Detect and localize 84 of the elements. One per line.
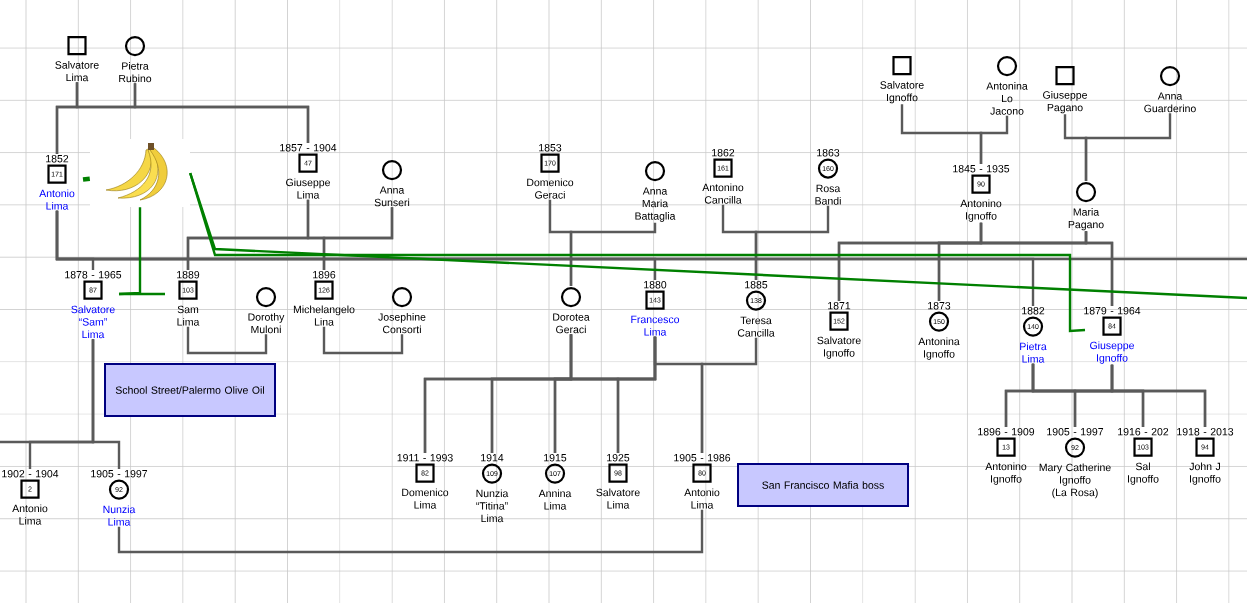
person-name: Michelangelo Lina <box>293 305 355 326</box>
family-line <box>0 339 95 444</box>
year-label: 1857 - 1904 <box>280 144 337 152</box>
banana-drawing <box>90 139 190 207</box>
person-name: Francesco Lima <box>631 315 680 336</box>
person-name: Antonio Lima <box>12 504 48 525</box>
family-line <box>569 222 657 286</box>
year-label: 1905 - 1986 <box>674 454 731 462</box>
person-name: Domenico Geraci <box>527 178 574 199</box>
person-name: Anna Guarderino <box>1144 92 1196 113</box>
year-label: 1879 - 1964 <box>1084 307 1141 315</box>
person-name: Antonino Ignoffo <box>960 199 1002 222</box>
person-name: Anna Sunseri <box>374 186 410 207</box>
year-label: 1905 - 1997 <box>91 470 148 478</box>
person-name: Giuseppe Lima <box>286 178 330 199</box>
person-name: Teresa Cancilla <box>737 316 775 337</box>
person-name: Salvatore Ignoffo <box>880 81 924 104</box>
year-label: 1911 - 1993 <box>397 454 453 462</box>
link-line <box>119 292 165 296</box>
person-name: Antonino Cancilla <box>702 183 744 204</box>
link-line <box>189 172 1086 333</box>
person-name: Sam Lima <box>177 305 200 326</box>
person-name: Mary Catherine Ignoffo (La Rosa) <box>1039 463 1111 499</box>
person-name: Anna Maria Battaglia <box>635 187 676 222</box>
family-line <box>754 205 830 280</box>
person-name: Antonina Lo Jacono <box>986 82 1028 115</box>
person-name: Salvatore Ignoffo <box>817 336 861 359</box>
person-name: Pietra Lima <box>1020 342 1047 363</box>
note-box: School Street/Palermo Olive Oil <box>104 363 276 417</box>
family-line <box>322 326 404 355</box>
year-label: 1925 <box>607 454 630 462</box>
person-name: Dorothy Muloni <box>248 313 285 334</box>
year-label: 1871 <box>828 302 851 310</box>
year-label: 1882 <box>1022 307 1045 315</box>
year-label: 1878 - 1965 <box>65 271 122 279</box>
person-name: Antonio Lima <box>39 189 75 210</box>
year-label: 1918 - 2013 <box>1177 428 1234 436</box>
year-label: 1853 <box>539 144 562 152</box>
year-label: 1862 <box>712 149 735 157</box>
year-label: 1889 <box>177 271 200 279</box>
person-name: Domenico Lima <box>402 488 449 509</box>
link-line <box>82 176 91 182</box>
person-name: Giuseppe Pagano <box>1043 91 1087 114</box>
person-name: Salvatore Lima <box>55 61 99 82</box>
year-label: 1873 <box>928 302 951 310</box>
person-name: Annina Lima <box>538 489 572 510</box>
year-label: 1880 <box>644 281 667 289</box>
year-label: 1885 <box>745 281 768 289</box>
family-line <box>979 115 1009 164</box>
person-name: Nunzia “Titina” Lima <box>476 489 509 523</box>
family-line <box>1084 231 1114 306</box>
person-name: Antonino Ignoffo <box>985 462 1027 485</box>
year-label: 1852 <box>46 155 69 163</box>
family-line <box>117 509 704 554</box>
year-label: 1916 - 202 <box>1118 428 1169 436</box>
person-name: Sal Ignoffo <box>1128 462 1159 485</box>
year-label: 1845 - 1935 <box>953 165 1010 173</box>
year-label: 1915 <box>544 454 567 462</box>
person-name: Dorotea Geraci <box>553 313 590 334</box>
family-line <box>700 337 758 453</box>
note-box: San Francisco Mafia boss <box>737 463 909 507</box>
person-name: Antonina Ignoffo <box>918 337 960 360</box>
person-name: Josephine Consorti <box>378 313 426 334</box>
person-name: Salvatore Lima <box>596 488 640 509</box>
person-name: Salvatore “Sam” Lima <box>71 305 115 339</box>
family-line <box>1110 364 1207 427</box>
person-name: Maria Pagano <box>1068 208 1104 231</box>
family-line <box>186 326 268 355</box>
year-label: 1896 <box>313 271 336 279</box>
person-name: Pietra Rubino <box>119 62 152 83</box>
year-label: 1896 - 1909 <box>978 428 1035 436</box>
year-label: 1914 <box>481 454 504 462</box>
family-line <box>133 83 310 143</box>
family-line <box>1084 113 1172 181</box>
year-label: 1863 <box>817 149 840 157</box>
person-name: Antonio Lima <box>684 488 720 509</box>
person-name: Rosa Bandi <box>815 184 841 205</box>
person-name: Giuseppe Ignoffo <box>1090 341 1134 364</box>
person-name: John J Ignoffo <box>1189 462 1221 485</box>
year-label: 1905 - 1997 <box>1047 428 1104 436</box>
person-name: Nunzia Lima <box>103 505 136 526</box>
family-line <box>55 210 1247 261</box>
family-line <box>322 207 394 270</box>
year-label: 1902 - 1904 <box>2 470 59 478</box>
